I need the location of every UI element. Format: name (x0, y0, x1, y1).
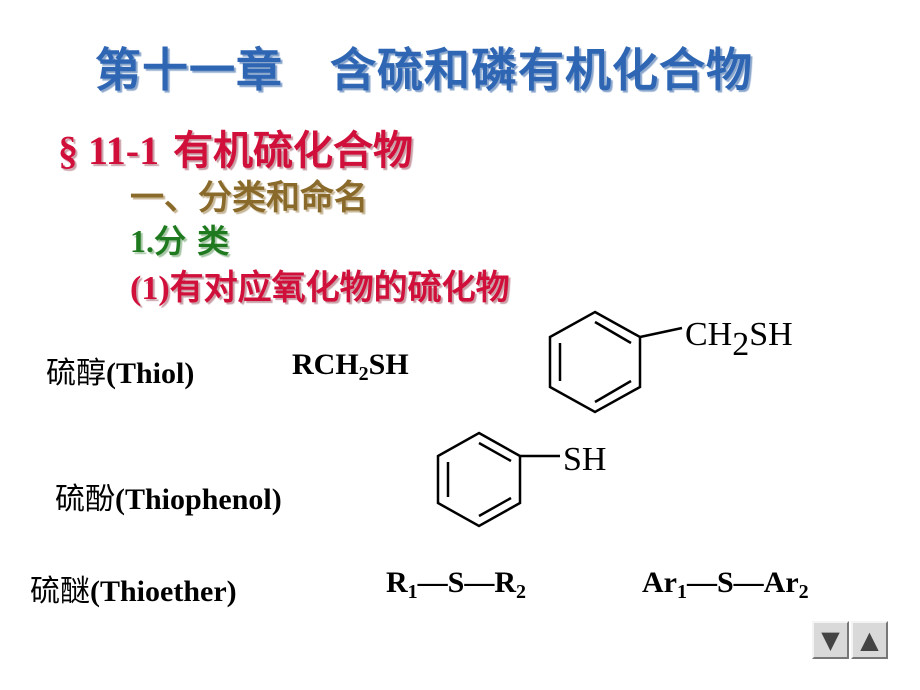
formula-part: SH (368, 348, 409, 381)
thioether-formula-aryl: Ar1—S—Ar2 (642, 566, 809, 604)
thiol-en: (Thiol) (106, 357, 195, 390)
thioether-name: 硫醚(Thioether) (30, 566, 237, 610)
struct-label: SH (563, 441, 606, 478)
benzene-ring (548, 310, 642, 414)
subheading-text: 分 类 (154, 222, 230, 260)
page-title: 第十一章 含硫和磷有机化合物 (95, 43, 753, 97)
thioether-formula-alkyl: R1—S—R2 (386, 566, 526, 604)
substituent-bond (639, 326, 683, 339)
thiol-name: 硫醇(Thiol) (46, 348, 194, 392)
thiol-cn: 硫醇 (46, 356, 106, 391)
benzyl-thiol-structure: CH2SH (548, 310, 793, 414)
formula-part: R (386, 566, 408, 599)
thiophenol-name: 硫酚(Thiophenol) (55, 474, 282, 518)
formula-part: RCH (292, 348, 359, 381)
thiol-formula: RCH2SH (292, 348, 409, 386)
double-bond (594, 320, 632, 345)
subheading-oxygen-analogs: (1)有对应氧化物的硫化物 (130, 260, 510, 309)
double-bond (478, 496, 512, 518)
formula-part: —S—Ar (686, 566, 799, 599)
thioether-cn: 硫醚 (30, 574, 90, 609)
subheading-number: (1) (130, 270, 170, 307)
formula-part: Ar (642, 566, 677, 599)
struct-label: CH2SH (685, 316, 793, 363)
formula-subscript: 1 (407, 581, 418, 603)
section-heading: § 11-1 有机硫化合物 (58, 118, 413, 176)
thioether-en: (Thioether) (90, 575, 237, 608)
formula-subscript: 1 (676, 581, 687, 603)
subheading-classification-naming: 一、分类和命名 (130, 178, 368, 218)
next-slide-button[interactable]: ▼ (812, 621, 849, 659)
subheading-number: 1. (130, 223, 154, 259)
double-bond (594, 379, 632, 404)
section-text: 有机硫化合物 (173, 128, 414, 174)
section-number: § 11-1 (58, 128, 160, 173)
triangle-up-icon: ▲ (860, 626, 879, 654)
slide-navigation: ▼ ▲ (812, 621, 890, 659)
thiophenol-en: (Thiophenol) (115, 483, 282, 516)
subheading-text: 有对应氧化物的硫化物 (169, 268, 510, 308)
thiophenol-structure: SH (436, 431, 606, 528)
triangle-down-icon: ▼ (821, 626, 840, 654)
formula-subscript: 2 (516, 581, 527, 603)
previous-slide-button[interactable]: ▲ (851, 621, 888, 659)
formula-subscript: 2 (798, 581, 809, 603)
benzene-ring (436, 431, 522, 528)
formula-subscript: 2 (358, 363, 369, 385)
subheading-classification: 1.分 类 (130, 216, 229, 262)
thiophenol-cn: 硫酚 (55, 482, 115, 517)
formula-part: —S—R (417, 566, 517, 599)
double-bond (478, 441, 512, 463)
